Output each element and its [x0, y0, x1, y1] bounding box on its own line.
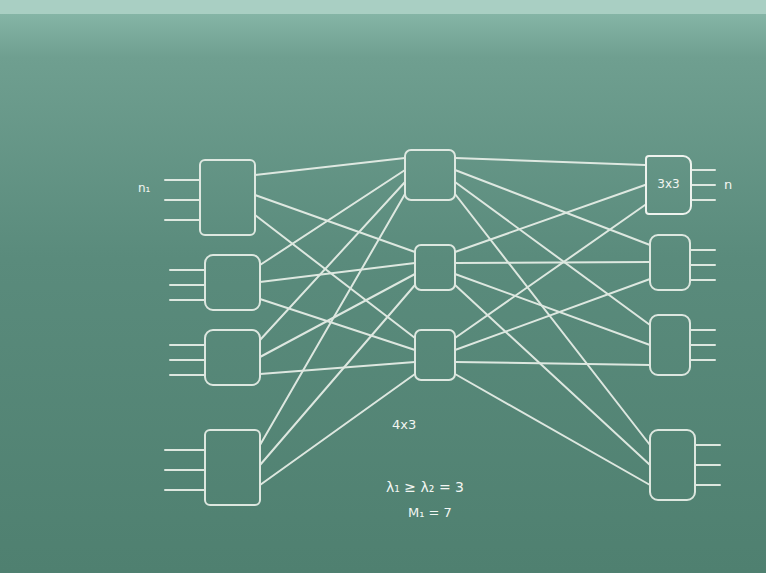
input-line	[165, 469, 205, 471]
input-line	[170, 269, 205, 271]
output-line	[695, 464, 720, 466]
output-line	[690, 329, 715, 331]
output-switch	[650, 315, 690, 375]
wire	[455, 182, 650, 325]
wire	[260, 374, 415, 485]
wire	[455, 285, 650, 465]
wire	[455, 170, 650, 245]
input-switch	[205, 255, 260, 310]
input-line	[170, 344, 205, 346]
output-line	[690, 264, 715, 266]
wire	[455, 274, 650, 345]
output-line	[692, 169, 715, 171]
input-line	[165, 449, 205, 451]
wire	[455, 374, 650, 485]
input-line	[165, 219, 200, 221]
wire	[260, 299, 415, 350]
board-frame	[0, 0, 766, 14]
switch-box: 3x3	[645, 155, 692, 215]
input-line	[165, 489, 205, 491]
output-line	[690, 344, 715, 346]
wire	[455, 194, 650, 445]
output-line	[692, 199, 715, 201]
wire	[255, 158, 405, 175]
wire	[455, 205, 645, 338]
output-switch	[650, 430, 695, 500]
wire	[255, 195, 415, 252]
wire	[260, 170, 405, 265]
input-line	[165, 179, 200, 181]
wire	[260, 274, 415, 357]
input-line	[170, 359, 205, 361]
input-line	[170, 284, 205, 286]
input-switch	[200, 160, 255, 235]
wire	[455, 185, 645, 252]
chalk-note: λ₁ ≥ λ₂ = 3	[386, 480, 464, 495]
input-line	[170, 299, 205, 301]
wire	[260, 285, 415, 465]
output-line	[690, 249, 715, 251]
chalk-note: 4x3	[392, 418, 416, 432]
middle-switch	[415, 245, 455, 290]
input-line	[165, 199, 200, 201]
middle-switch	[415, 330, 455, 380]
input-switch	[205, 430, 260, 505]
input-switch	[205, 330, 260, 385]
output-line	[690, 359, 715, 361]
input-line	[170, 374, 205, 376]
port-count: n	[724, 178, 732, 192]
middle-switch	[405, 150, 455, 200]
wire	[260, 182, 405, 340]
wire	[260, 263, 415, 282]
output-line	[695, 484, 720, 486]
port-count: n₁	[138, 182, 150, 195]
output-switch	[650, 235, 690, 290]
wire	[455, 362, 650, 365]
wire	[455, 158, 645, 165]
chalk-note: M₁ = 7	[408, 506, 452, 520]
output-line	[690, 279, 715, 281]
wire	[455, 279, 650, 350]
wire	[455, 262, 650, 263]
wire	[260, 362, 415, 374]
switch-size: 3x3	[657, 178, 679, 191]
wire	[260, 194, 405, 445]
output-line	[695, 444, 720, 446]
output-line	[692, 184, 715, 186]
